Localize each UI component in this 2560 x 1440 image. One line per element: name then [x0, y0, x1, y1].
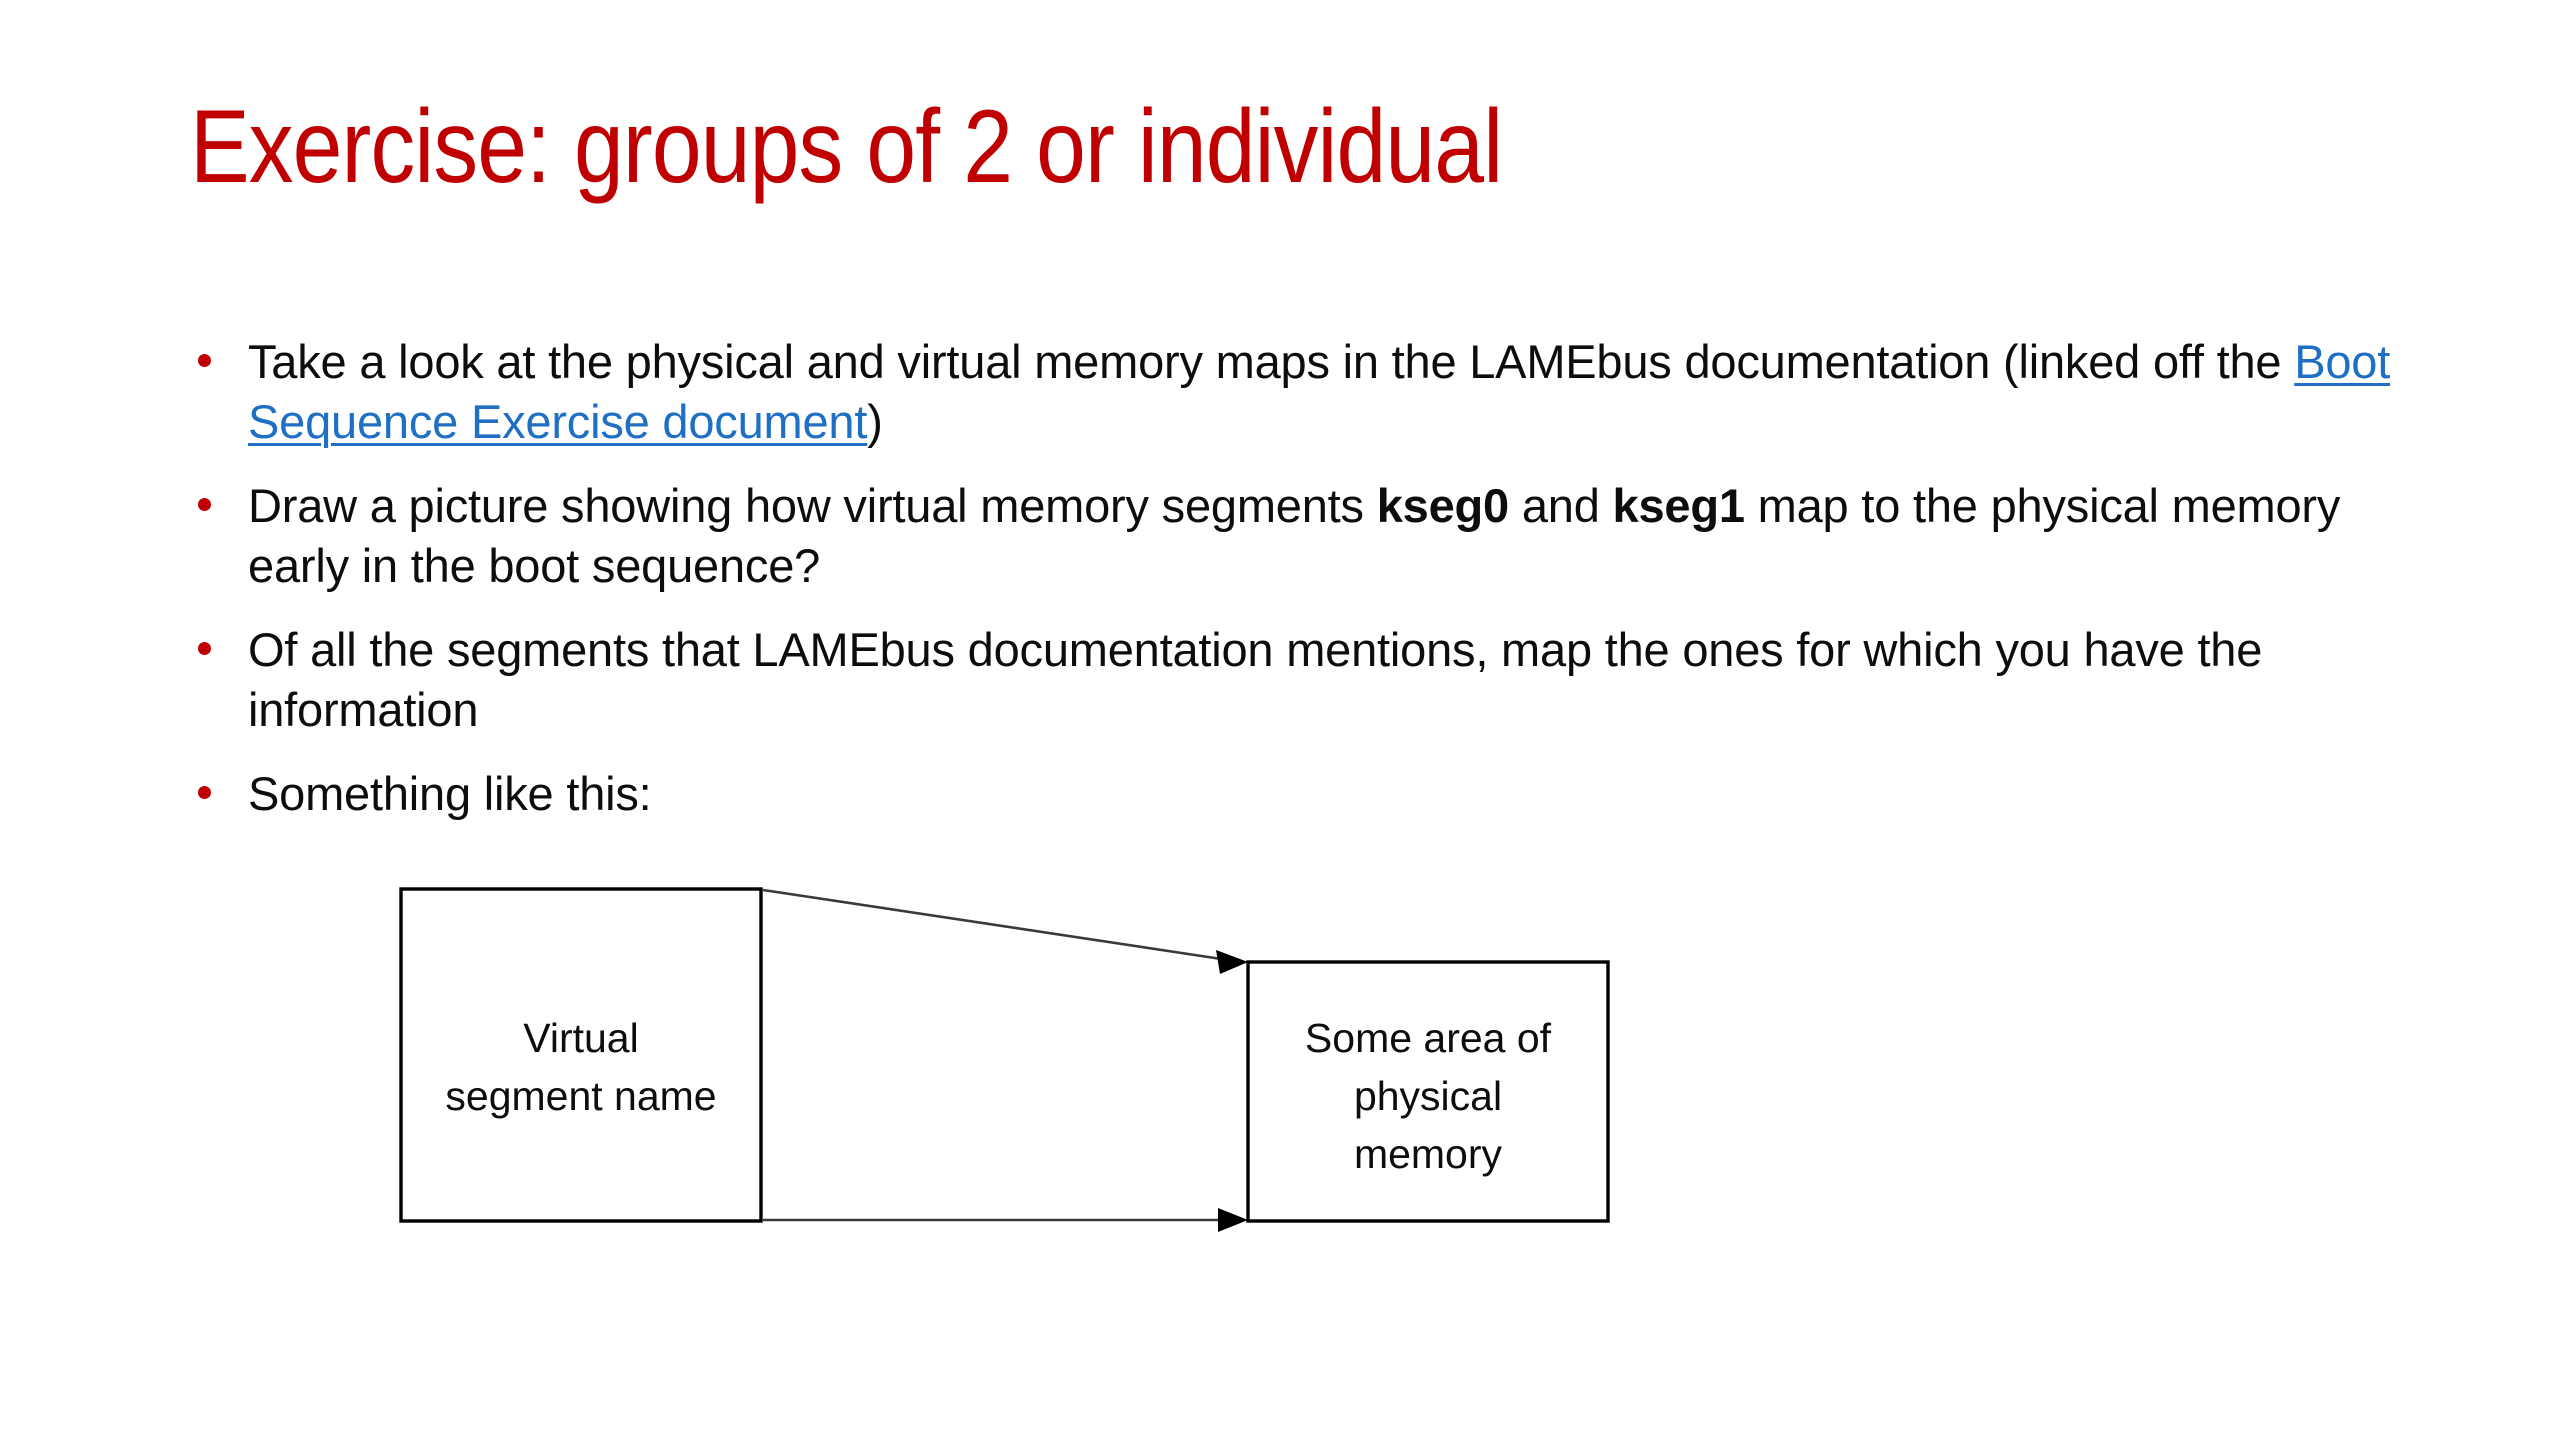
- bullet-text-pre-link: Take a look at the physical and virtual …: [248, 335, 2295, 388]
- kseg0-keyword: kseg0: [1376, 479, 1509, 532]
- boot-sequence-exercise-link[interactable]: Boot Sequence Exercise document: [248, 335, 2391, 448]
- list-item: Something like this:: [186, 764, 2416, 824]
- kseg1-keyword: kseg1: [1612, 479, 1745, 532]
- bullet-dot-icon: [198, 354, 211, 367]
- physical-box-label-line3: memory: [1354, 1131, 1503, 1177]
- physical-memory-box: [1246, 960, 1610, 1223]
- bullet-text-post-link: ): [867, 395, 883, 448]
- virtual-box-label-line2: segment name: [445, 1073, 716, 1119]
- bullet-dot-icon: [198, 786, 211, 799]
- virtual-box-label-line1: Virtual: [523, 1015, 638, 1061]
- bullet-dot-icon: [198, 498, 211, 511]
- list-item: Of all the segments that LAMEbus documen…: [186, 620, 2416, 740]
- top-mapping-arrowhead-icon: [1216, 950, 1248, 974]
- physical-box-label-line2: physical: [1354, 1073, 1502, 1119]
- bullet-segment-c: map to the physical memory early in the …: [248, 479, 2341, 592]
- bullet-text-draw-picture: Draw a picture showing how virtual memor…: [248, 476, 2416, 596]
- physical-box-label-line1: Some area of: [1305, 1015, 1552, 1061]
- list-item: Draw a picture showing how virtual memor…: [186, 476, 2416, 596]
- bullet-text-lamebus-docs: Take a look at the physical and virtual …: [248, 332, 2416, 452]
- bullet-list: Take a look at the physical and virtual …: [186, 332, 2416, 848]
- bullet-segment-b: and: [1508, 479, 1613, 532]
- page-title: Exercise: groups of 2 or individual: [190, 89, 1503, 205]
- bullet-segment-a: Draw a picture showing how virtual memor…: [248, 479, 1377, 532]
- list-item: Take a look at the physical and virtual …: [186, 332, 2416, 452]
- bullet-text-map-segments: Of all the segments that LAMEbus documen…: [248, 623, 2263, 736]
- bottom-mapping-arrowhead-icon: [1218, 1208, 1248, 1232]
- virtual-segment-box: [399, 887, 763, 1223]
- top-mapping-arrow-line: [762, 888, 1229, 962]
- bullet-dot-icon: [198, 642, 211, 655]
- bullet-text-something-like-this: Something like this:: [248, 767, 652, 820]
